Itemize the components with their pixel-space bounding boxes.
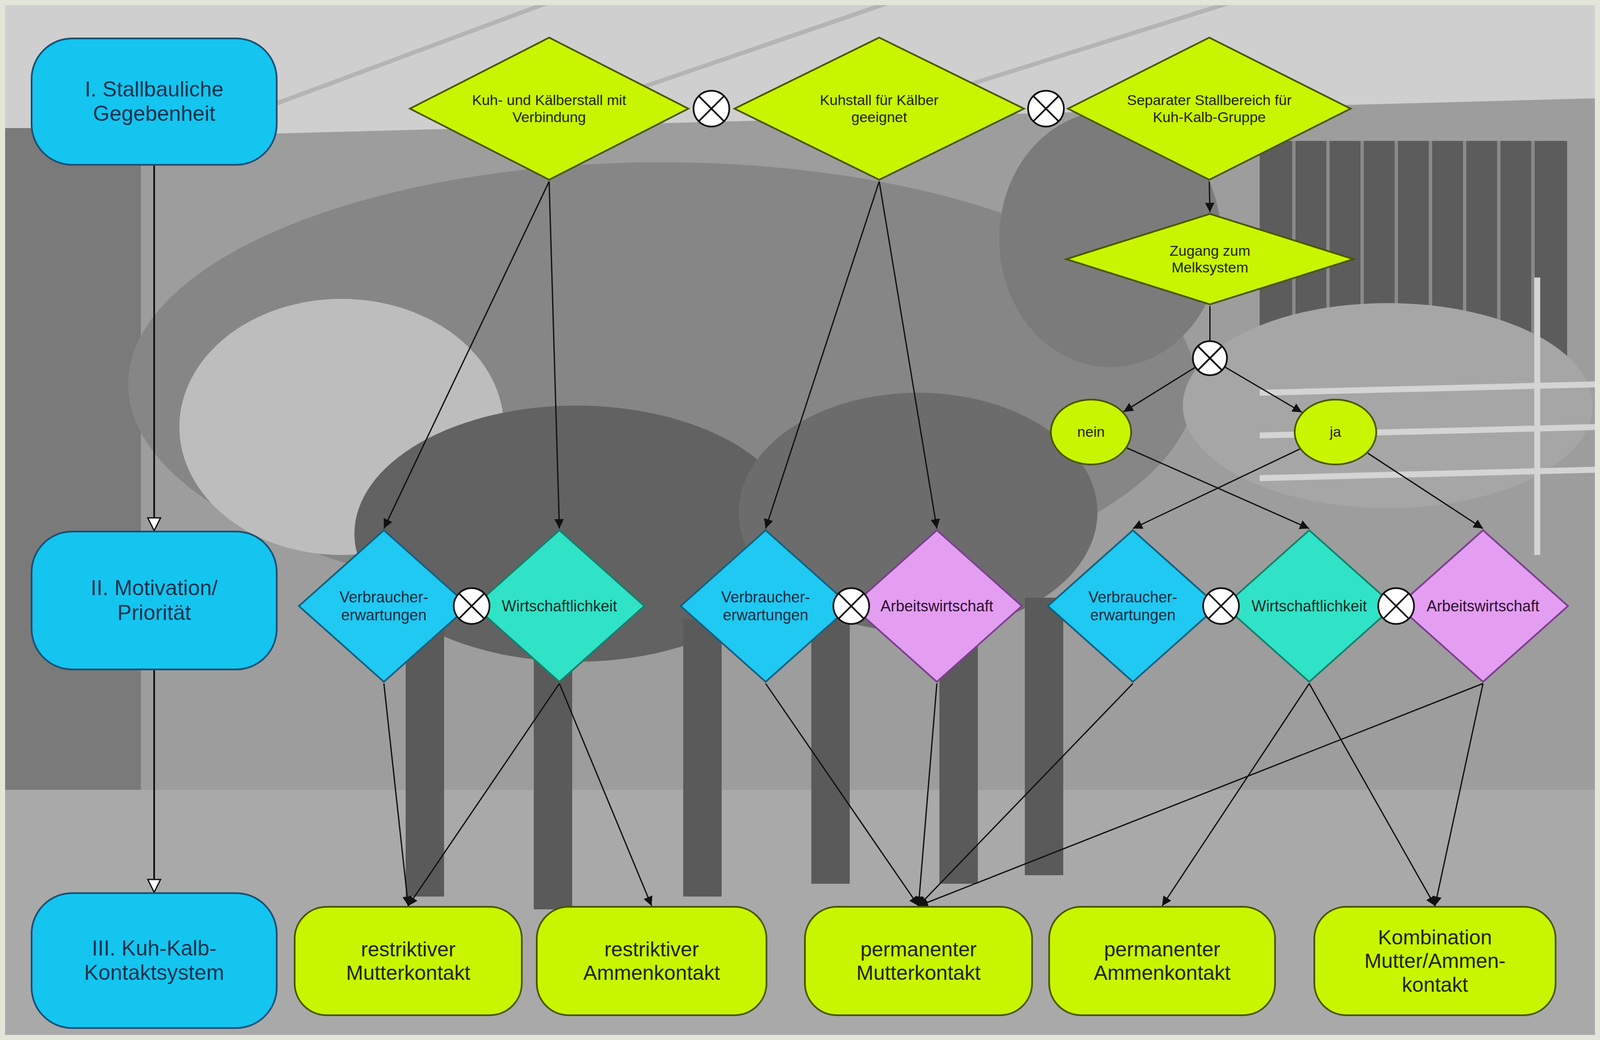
answer-ellipse: nein bbox=[1049, 397, 1133, 467]
node-label: permanenter Mutterkontakt bbox=[824, 937, 1013, 985]
node-label: Verbraucher- erwartungen bbox=[695, 588, 837, 624]
floor bbox=[0, 789, 1600, 1040]
node-label: Separater Stallbereich für Kuh-Kalb-Grup… bbox=[1119, 91, 1299, 126]
flow-arrow bbox=[383, 181, 550, 529]
flow-arrow bbox=[1126, 447, 1310, 529]
node-label: ja bbox=[1329, 423, 1341, 441]
answer-ellipse: ja bbox=[1292, 397, 1378, 467]
decision-diamond: Separater Stallbereich für Kuh-Kalb-Grup… bbox=[1066, 35, 1353, 182]
flow-arrow bbox=[1162, 683, 1310, 907]
stage-arrow bbox=[153, 165, 156, 531]
node-label: Verbraucher- erwartungen bbox=[313, 588, 455, 624]
system-box: restriktiver Ammenkontakt bbox=[535, 906, 768, 1017]
node-label: restriktiver Mutterkontakt bbox=[314, 937, 503, 985]
decision-diamond: Kuh- und Kälberstall mit Verbindung bbox=[408, 35, 691, 182]
flow-arrow bbox=[1367, 453, 1483, 529]
priority-diamond: Verbraucher- erwartungen bbox=[297, 528, 471, 684]
xor-connector bbox=[833, 588, 870, 625]
system-box-outline bbox=[535, 906, 768, 1017]
xor-connector bbox=[1203, 588, 1240, 625]
node-label: III. Kuh-Kalb- Kontaktsystem bbox=[53, 936, 255, 986]
priority-diamond: Arbeitswirtschaft bbox=[1396, 528, 1570, 684]
priority-diamond: Verbraucher- erwartungen bbox=[1046, 528, 1220, 684]
stage-box: II. Motivation/ Priorität bbox=[30, 530, 278, 671]
node-label: Wirtschaftlichkeit bbox=[1251, 597, 1367, 615]
flow-arrow bbox=[559, 683, 652, 907]
stage-arrow bbox=[153, 670, 156, 893]
system-box-outline bbox=[1048, 906, 1276, 1017]
node-label: Arbeitswirtschaft bbox=[1426, 597, 1540, 615]
flow-arrow bbox=[1132, 449, 1300, 529]
flow-arrow bbox=[1123, 306, 1210, 413]
xor-connector bbox=[1378, 588, 1415, 625]
node-label: Arbeitswirtschaft bbox=[880, 597, 994, 615]
fence bbox=[1259, 277, 1600, 556]
flow-arrow bbox=[1435, 683, 1484, 907]
roof-ribs bbox=[256, 0, 1239, 112]
node-label: II. Motivation/ Priorität bbox=[53, 576, 255, 626]
xor-connector bbox=[1193, 341, 1228, 376]
decision-diamond: Zugang zum Melksystem bbox=[1064, 212, 1356, 307]
node-label: Wirtschaftlichkeit bbox=[501, 597, 618, 615]
system-box: restriktiver Mutterkontakt bbox=[293, 906, 523, 1017]
system-box-outline bbox=[804, 906, 1033, 1017]
flow-arrow bbox=[383, 683, 409, 907]
stage-box: I. Stallbauliche Gegebenheit bbox=[30, 37, 278, 166]
flow-arrow bbox=[549, 181, 560, 529]
system-box-outline bbox=[293, 906, 523, 1017]
priority-diamond: Wirtschaftlichkeit bbox=[472, 528, 647, 684]
decision-diamond: Kuhstall für Kälber geeignet bbox=[732, 35, 1026, 182]
system-box: Kombination Mutter/Ammen- kontakt bbox=[1313, 906, 1557, 1017]
flow-arrow bbox=[918, 683, 1133, 907]
flow-arrow bbox=[1309, 683, 1436, 907]
flow-arrow bbox=[408, 683, 560, 907]
node-label: Kuhstall für Kälber geeignet bbox=[791, 91, 967, 126]
node-label: Kuh- und Kälberstall mit Verbindung bbox=[461, 91, 637, 126]
flow-arrow bbox=[1210, 306, 1302, 413]
flow-arrow bbox=[918, 683, 937, 907]
priority-diamond: Verbraucher- erwartungen bbox=[678, 528, 853, 684]
wall bbox=[0, 128, 141, 855]
node-label: nein bbox=[1077, 423, 1105, 441]
flow-arrow bbox=[1209, 181, 1211, 213]
stage-box: III. Kuh-Kalb- Kontaktsystem bbox=[30, 892, 278, 1030]
node-label: I. Stallbauliche Gegebenheit bbox=[53, 77, 255, 127]
flow-arrow bbox=[918, 683, 1483, 907]
xor-connector bbox=[693, 90, 730, 127]
flow-arrow bbox=[879, 181, 937, 529]
xor-connector bbox=[1028, 90, 1065, 127]
system-box: permanenter Ammenkontakt bbox=[1048, 906, 1276, 1017]
xor-connector bbox=[453, 588, 490, 625]
flow-arrow bbox=[765, 683, 919, 907]
node-label: Zugang zum Melksystem bbox=[1146, 242, 1275, 276]
node-label: Kombination Mutter/Ammen- kontakt bbox=[1354, 925, 1517, 997]
node-label: permanenter Ammenkontakt bbox=[1068, 937, 1257, 985]
priority-diamond: Arbeitswirtschaft bbox=[850, 528, 1024, 684]
node-label: Verbraucher- erwartungen bbox=[1062, 588, 1204, 624]
priority-diamond: Wirtschaftlichkeit bbox=[1222, 528, 1396, 684]
flow-arrow bbox=[765, 181, 880, 529]
node-label: restriktiver Ammenkontakt bbox=[557, 937, 746, 985]
system-box: permanenter Mutterkontakt bbox=[804, 906, 1033, 1017]
